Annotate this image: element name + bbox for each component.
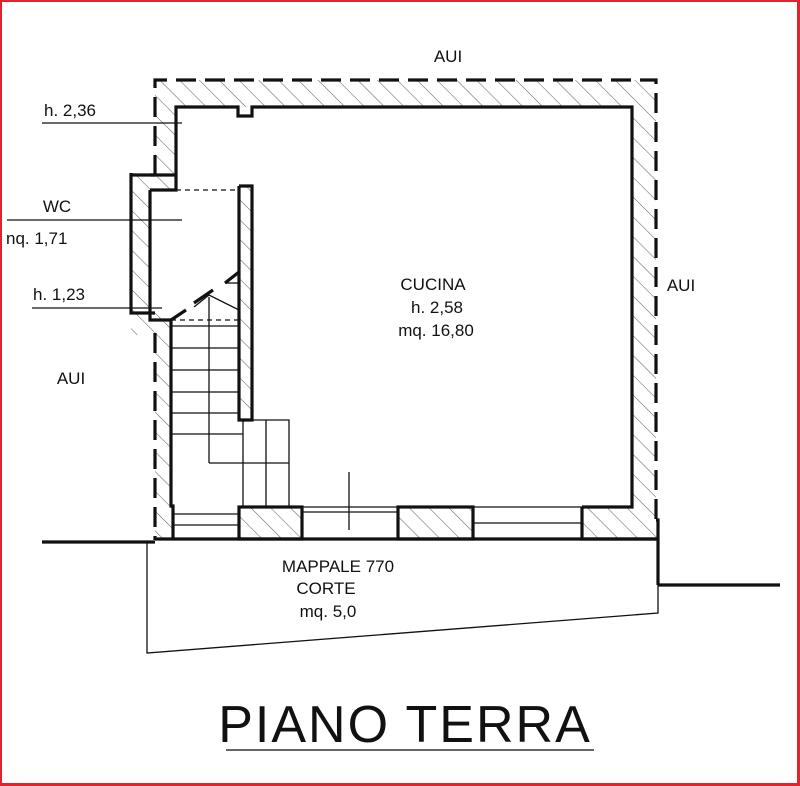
court-boundary (146, 542, 659, 654)
label-aui-top: AUI (434, 47, 462, 66)
outer-boundary-dashed (129, 78, 658, 540)
label-court-name: CORTE (296, 579, 355, 598)
label-court-area: mq. 5,0 (300, 602, 357, 621)
leader-lines (7, 122, 182, 309)
staircase (170, 189, 290, 507)
label-aui-right: AUI (667, 276, 695, 295)
label-wc-height-bottom: h. 1,23 (33, 285, 85, 304)
label-court-parcel: MAPPALE 770 (282, 557, 394, 576)
label-wc-height-top: h. 2,36 (44, 101, 96, 120)
label-aui-left: AUI (57, 369, 85, 388)
label-kitchen-area: mq. 16,80 (398, 321, 474, 340)
walls-hatched (131, 80, 658, 539)
label-wc-name: WC (43, 197, 71, 216)
drawing-title: PIANO TERRA (218, 696, 592, 754)
label-kitchen-name: CUCINA (400, 275, 466, 294)
label-wc-area: nq. 1,71 (6, 229, 67, 248)
openings (173, 472, 582, 540)
label-kitchen-height: h. 2,58 (411, 298, 463, 317)
